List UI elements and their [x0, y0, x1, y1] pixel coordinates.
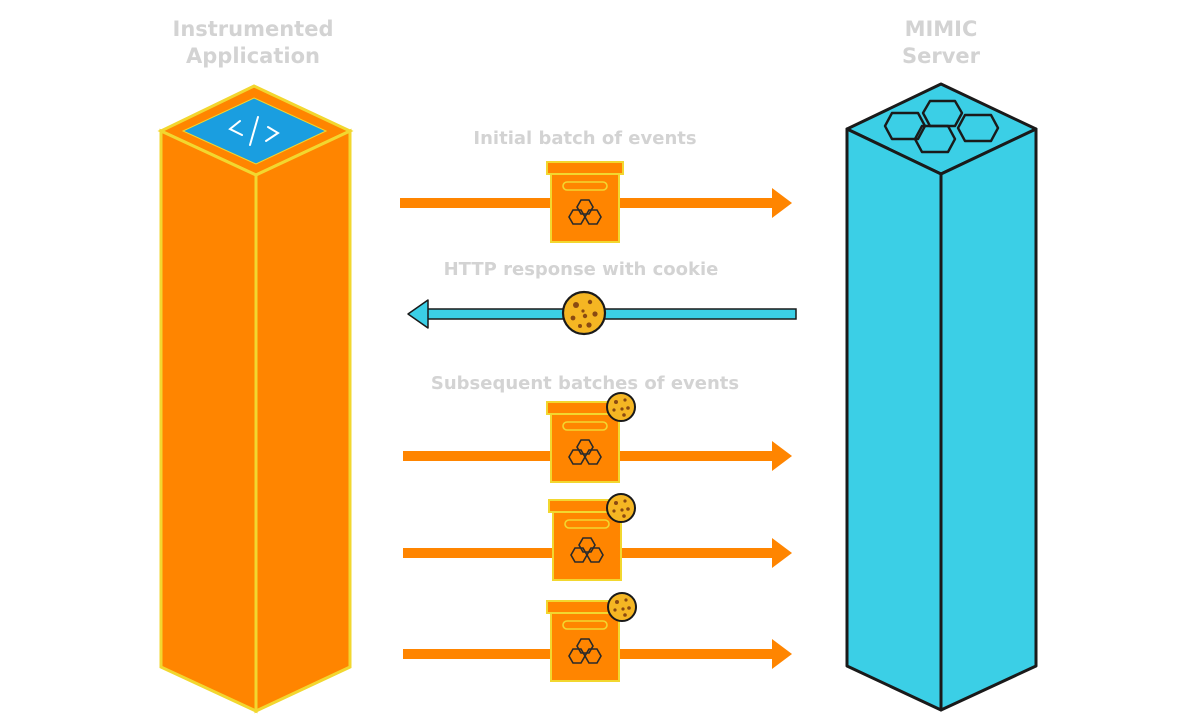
- cookie-icon: [607, 592, 637, 622]
- batch-row-2: [403, 493, 792, 581]
- flow-initial-batch: Initial batch of events: [400, 128, 792, 243]
- server-title-line2: Server: [902, 44, 981, 68]
- flow-http-response: HTTP response with cookie: [407, 259, 797, 336]
- code-icon: [228, 116, 280, 146]
- flow-subsequent-batches: Subsequent batches of events: [403, 373, 792, 682]
- cookie-icon: [606, 493, 636, 523]
- cookie-icon: [561, 290, 607, 336]
- server-title-line1: MIMIC: [905, 17, 978, 41]
- app-pillar: [157, 84, 354, 714]
- hexagon-cluster-icon: [883, 99, 1000, 154]
- response-arrow: [407, 299, 797, 329]
- batch-row-1: [403, 392, 792, 483]
- node-mimic-server: MIMIC Server: [845, 17, 1038, 712]
- node-instrumented-application: Instrumented Application: [157, 17, 354, 714]
- app-title-line2: Application: [186, 44, 320, 68]
- event-box-icon: [546, 161, 624, 243]
- cookie-icon: [606, 392, 636, 422]
- batch-row-3: [403, 592, 792, 682]
- flow-label-initial-batch: Initial batch of events: [473, 128, 696, 149]
- app-title-line1: Instrumented: [173, 17, 334, 41]
- flow-label-http-response: HTTP response with cookie: [444, 259, 719, 280]
- flow-label-subsequent-batches: Subsequent batches of events: [431, 373, 739, 394]
- server-pillar: [845, 82, 1038, 712]
